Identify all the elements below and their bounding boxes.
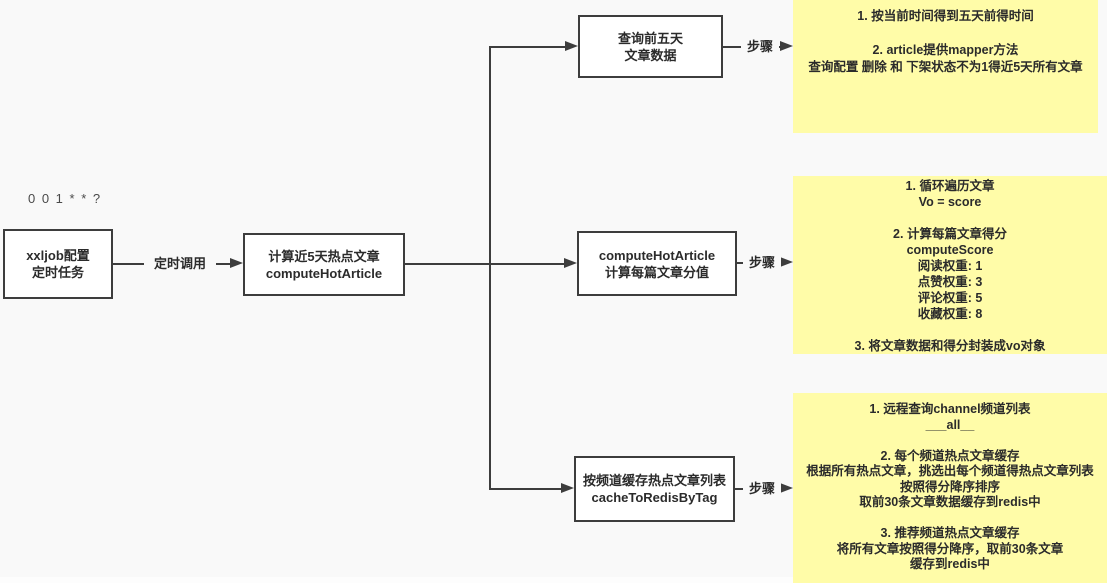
node-label-line: 按频道缓存热点文章列表 xyxy=(582,473,726,488)
cron-expression-text: 0 0 1 * * ? xyxy=(28,191,102,206)
note-line: 阅读权重: 1 xyxy=(917,259,983,273)
note-line xyxy=(793,511,1107,527)
arrowhead-icon xyxy=(230,258,243,268)
edge-label-step: 步骤 xyxy=(743,480,781,498)
note-line: 按照得分降序排序 xyxy=(899,479,1000,494)
note-score-steps: 1. 循环遍历文章 Vo = score 2. 计算每篇文章得分 compute… xyxy=(793,176,1107,354)
node-label-line: xxljob配置 xyxy=(26,248,90,263)
node-label-line: cacheToRedisByTag xyxy=(591,490,718,505)
node-label-line: 文章数据 xyxy=(624,47,677,63)
edge-compute-to-score xyxy=(405,263,564,265)
node-label-line: 查询前五天 xyxy=(617,30,683,46)
note-line: 缓存到redis中 xyxy=(910,557,990,571)
node-xxljob-timer: xxljob配置 定时任务 xyxy=(3,229,113,299)
node-compute-score: computeHotArticle 计算每篇文章分值 xyxy=(577,231,737,296)
edge-label-step: 步骤 xyxy=(741,38,779,56)
note-line: 1. 循环遍历文章 xyxy=(905,179,995,193)
canvas-edge xyxy=(0,577,793,583)
note-line: Vo = score xyxy=(918,195,982,209)
arrowhead-icon xyxy=(565,41,578,51)
arrowhead-icon xyxy=(780,483,793,493)
note-line xyxy=(793,433,1107,449)
arrowhead-icon xyxy=(780,41,793,51)
note-line xyxy=(793,210,1107,226)
note-line: 2. 计算每篇文章得分 xyxy=(893,227,1007,241)
edge-label-step: 步骤 xyxy=(743,254,781,272)
note-line: 2. 每个频道热点文章缓存 xyxy=(880,448,1020,463)
note-line: 2. article提供mapper方法 xyxy=(872,43,1019,57)
note-line: 评论权重: 5 xyxy=(917,291,983,305)
note-line xyxy=(793,322,1107,338)
edge-branch-trunk xyxy=(489,46,491,490)
note-line: 1. 按当前时间得到五天前得时间 xyxy=(857,9,1034,23)
note-line: 查询配置 删除 和 下架状态不为1得近5天所有文章 xyxy=(808,60,1083,74)
note-line: 根据所有热点文章，挑选出每个频道得热点文章列表 xyxy=(806,464,1094,478)
note-line: 点赞权重: 3 xyxy=(917,275,983,289)
note-line: 1. 远程查询channel频道列表 xyxy=(869,402,1031,416)
node-label-line: computeHotArticle xyxy=(265,265,383,281)
edge-branch-to-query xyxy=(489,46,565,48)
node-label-line: 计算近5天热点文章 xyxy=(268,248,380,264)
node-label-line: 定时任务 xyxy=(31,265,84,280)
note-line xyxy=(793,25,1098,42)
edge-branch-to-cache xyxy=(489,488,561,490)
note-line: computeScore xyxy=(906,243,994,257)
note-query-steps: 1. 按当前时间得到五天前得时间 2. article提供mapper方法 查询… xyxy=(793,0,1098,133)
arrowhead-icon xyxy=(561,483,574,493)
note-line: 将所有文章按照得分降序，取前30条文章 xyxy=(836,541,1064,556)
node-compute-hot-article: 计算近5天热点文章 computeHotArticle xyxy=(243,233,405,296)
node-label-line: 计算每篇文章分值 xyxy=(604,264,709,280)
note-cache-steps: 1. 远程查询channel频道列表 ___all__ 2. 每个频道热点文章缓… xyxy=(793,393,1107,583)
note-line: 3. 将文章数据和得分封装成vo对象 xyxy=(854,339,1046,353)
edge-label-timed-call: 定时调用 xyxy=(144,255,216,273)
arrowhead-icon xyxy=(780,257,793,267)
node-query-articles: 查询前五天 文章数据 xyxy=(578,15,723,78)
arrowhead-icon xyxy=(564,258,577,268)
note-line: 取前30条文章数据缓存到redis中 xyxy=(859,495,1041,509)
note-line: 3. 推荐频道热点文章缓存 xyxy=(880,526,1020,540)
node-cache-to-redis: 按频道缓存热点文章列表 cacheToRedisByTag xyxy=(574,456,735,522)
note-line: 收藏权重: 8 xyxy=(917,307,983,321)
node-label-line: computeHotArticle xyxy=(598,247,716,263)
note-line: ___all__ xyxy=(925,417,975,432)
